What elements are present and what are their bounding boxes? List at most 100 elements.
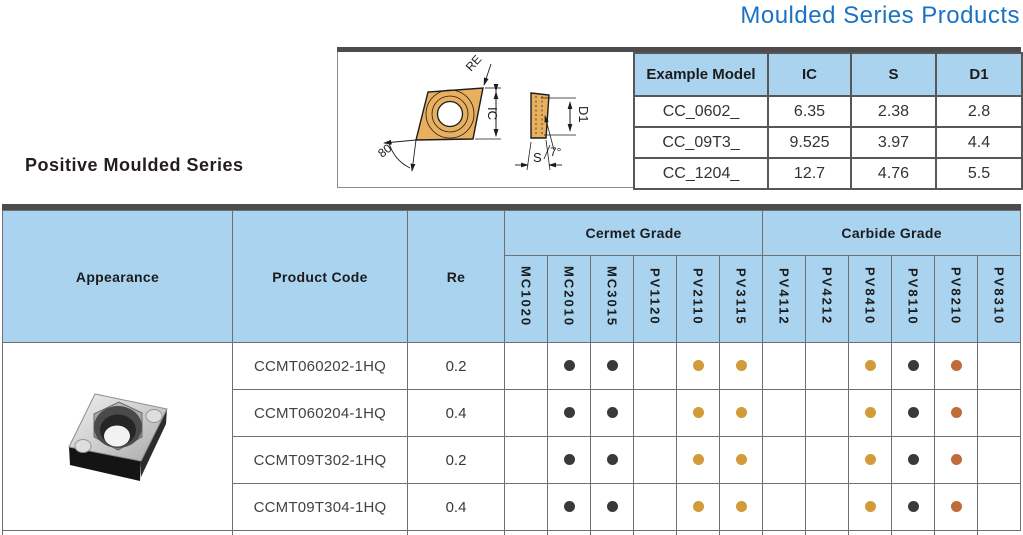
grade-cell bbox=[848, 483, 893, 531]
grade-cell bbox=[848, 389, 893, 437]
grade-cell bbox=[805, 483, 850, 531]
grade-cell bbox=[934, 342, 979, 390]
group-header-cermet: Cermet Grade bbox=[503, 210, 764, 256]
grade-cell bbox=[934, 436, 979, 484]
grade-dot-gold bbox=[692, 407, 704, 419]
grade-cell bbox=[590, 389, 634, 437]
example-d1: 5.5 bbox=[935, 157, 1023, 190]
example-ic: 12.7 bbox=[767, 157, 852, 190]
grade-header: PV8210 bbox=[934, 255, 979, 343]
grade-dot-black bbox=[563, 360, 575, 372]
grade-header: PV1120 bbox=[633, 255, 677, 343]
grade-dot-orange bbox=[950, 501, 962, 513]
grade-cell bbox=[805, 389, 850, 437]
insert-photo-cell bbox=[2, 342, 233, 531]
grade-cell bbox=[547, 389, 591, 437]
grade-dot-black bbox=[606, 454, 618, 466]
example-ic: 6.35 bbox=[767, 95, 852, 128]
insert-diagram-drawing: RE IC 80° bbox=[375, 52, 591, 172]
grade-cell bbox=[676, 389, 720, 437]
grade-cell bbox=[977, 342, 1022, 390]
grade-dot-gold bbox=[864, 454, 876, 466]
grade-cell bbox=[633, 389, 677, 437]
section-heading: Positive Moulded Series bbox=[25, 155, 244, 175]
grade-dot-gold bbox=[735, 501, 747, 513]
insert-diagram: RE IC 80° bbox=[337, 52, 633, 188]
re-value: 0.2 bbox=[407, 436, 505, 484]
grade-cell bbox=[848, 436, 893, 484]
example-row: CC_1204_ 12.7 4.76 5.5 bbox=[633, 157, 1023, 190]
example-model: CC_0602_ bbox=[633, 95, 769, 128]
grade-header: PV2110 bbox=[676, 255, 720, 343]
example-row: CC_0602_ 6.35 2.38 2.8 bbox=[633, 95, 1023, 128]
grade-cell bbox=[891, 389, 936, 437]
table-row: CCMT09T302-1HQ 0.2 bbox=[3, 436, 1022, 484]
product-code: CCMT060202-1HQ bbox=[232, 342, 408, 390]
example-header-s: S bbox=[850, 52, 937, 97]
grade-header: MC3015 bbox=[590, 255, 634, 343]
grade-dot-gold bbox=[735, 360, 747, 372]
grade-cell bbox=[718, 389, 764, 437]
re-value: 0.2 bbox=[407, 342, 505, 390]
grade-dot-black bbox=[907, 407, 919, 419]
diagram-label-corner-angle: 80° bbox=[375, 138, 398, 160]
example-s: 2.38 bbox=[850, 95, 937, 128]
diagram-label-taper: 7° bbox=[550, 145, 562, 159]
grade-cell bbox=[504, 389, 548, 437]
grade-cell bbox=[504, 342, 548, 390]
grade-cell bbox=[762, 342, 807, 390]
grade-cell bbox=[934, 483, 979, 531]
grade-cell bbox=[891, 483, 936, 531]
grade-dot-gold bbox=[864, 501, 876, 513]
grade-cell bbox=[762, 436, 807, 484]
grade-cell bbox=[934, 389, 979, 437]
grade-cell bbox=[590, 342, 634, 390]
product-table-wrap: Appearance Product Code Re Cermet Grade … bbox=[2, 204, 1022, 535]
example-model: CC_1204_ bbox=[633, 157, 769, 190]
grade-cell bbox=[504, 483, 548, 531]
grade-header: PV4112 bbox=[762, 255, 807, 343]
col-header-appearance: Appearance bbox=[2, 210, 233, 343]
grade-header: PV8410 bbox=[848, 255, 893, 343]
example-model-table: Example Model IC S D1 CC_0602_ 6.35 2.38… bbox=[633, 52, 1023, 190]
grade-header: PV4212 bbox=[805, 255, 850, 343]
diagram-label-d1: D1 bbox=[576, 106, 591, 123]
col-header-re: Re bbox=[407, 210, 505, 343]
example-header-ic: IC bbox=[767, 52, 852, 97]
grade-cell bbox=[977, 389, 1022, 437]
table-row: CCMT09T304-1HQ 0.4 bbox=[3, 483, 1022, 531]
example-row: CC_09T3_ 9.525 3.97 4.4 bbox=[633, 126, 1023, 159]
example-s: 4.76 bbox=[850, 157, 937, 190]
insert-photo bbox=[67, 393, 168, 481]
grade-header: MC2010 bbox=[547, 255, 591, 343]
product-table: Appearance Product Code Re Cermet Grade … bbox=[2, 210, 1022, 535]
grade-cell bbox=[676, 342, 720, 390]
grade-cell bbox=[718, 342, 764, 390]
col-header-product-code: Product Code bbox=[232, 210, 408, 343]
grade-dot-black bbox=[563, 454, 575, 466]
example-header-d1: D1 bbox=[935, 52, 1023, 97]
grade-dot-gold bbox=[735, 407, 747, 419]
product-code: CCMT09T302-1HQ bbox=[232, 436, 408, 484]
grade-dot-black bbox=[907, 454, 919, 466]
grade-dot-black bbox=[563, 501, 575, 513]
grade-cell bbox=[676, 436, 720, 484]
product-code: CCMT09T304-1HQ bbox=[232, 483, 408, 531]
grade-dot-gold bbox=[692, 454, 704, 466]
grade-cell bbox=[547, 342, 591, 390]
grade-dot-black bbox=[907, 501, 919, 513]
grade-cell bbox=[805, 436, 850, 484]
table-row: CCMT060204-1HQ 0.4 bbox=[3, 389, 1022, 437]
grade-cell bbox=[891, 436, 936, 484]
grade-header: MC1020 bbox=[504, 255, 548, 343]
grade-cell bbox=[848, 342, 893, 390]
grade-dot-gold bbox=[735, 454, 747, 466]
grade-cell bbox=[590, 436, 634, 484]
grade-cell bbox=[633, 483, 677, 531]
grade-cell bbox=[547, 483, 591, 531]
grade-dot-orange bbox=[950, 360, 962, 372]
grade-dot-black bbox=[563, 407, 575, 419]
grade-dot-gold bbox=[864, 407, 876, 419]
example-s: 3.97 bbox=[850, 126, 937, 159]
grade-header: PV3115 bbox=[718, 255, 764, 343]
